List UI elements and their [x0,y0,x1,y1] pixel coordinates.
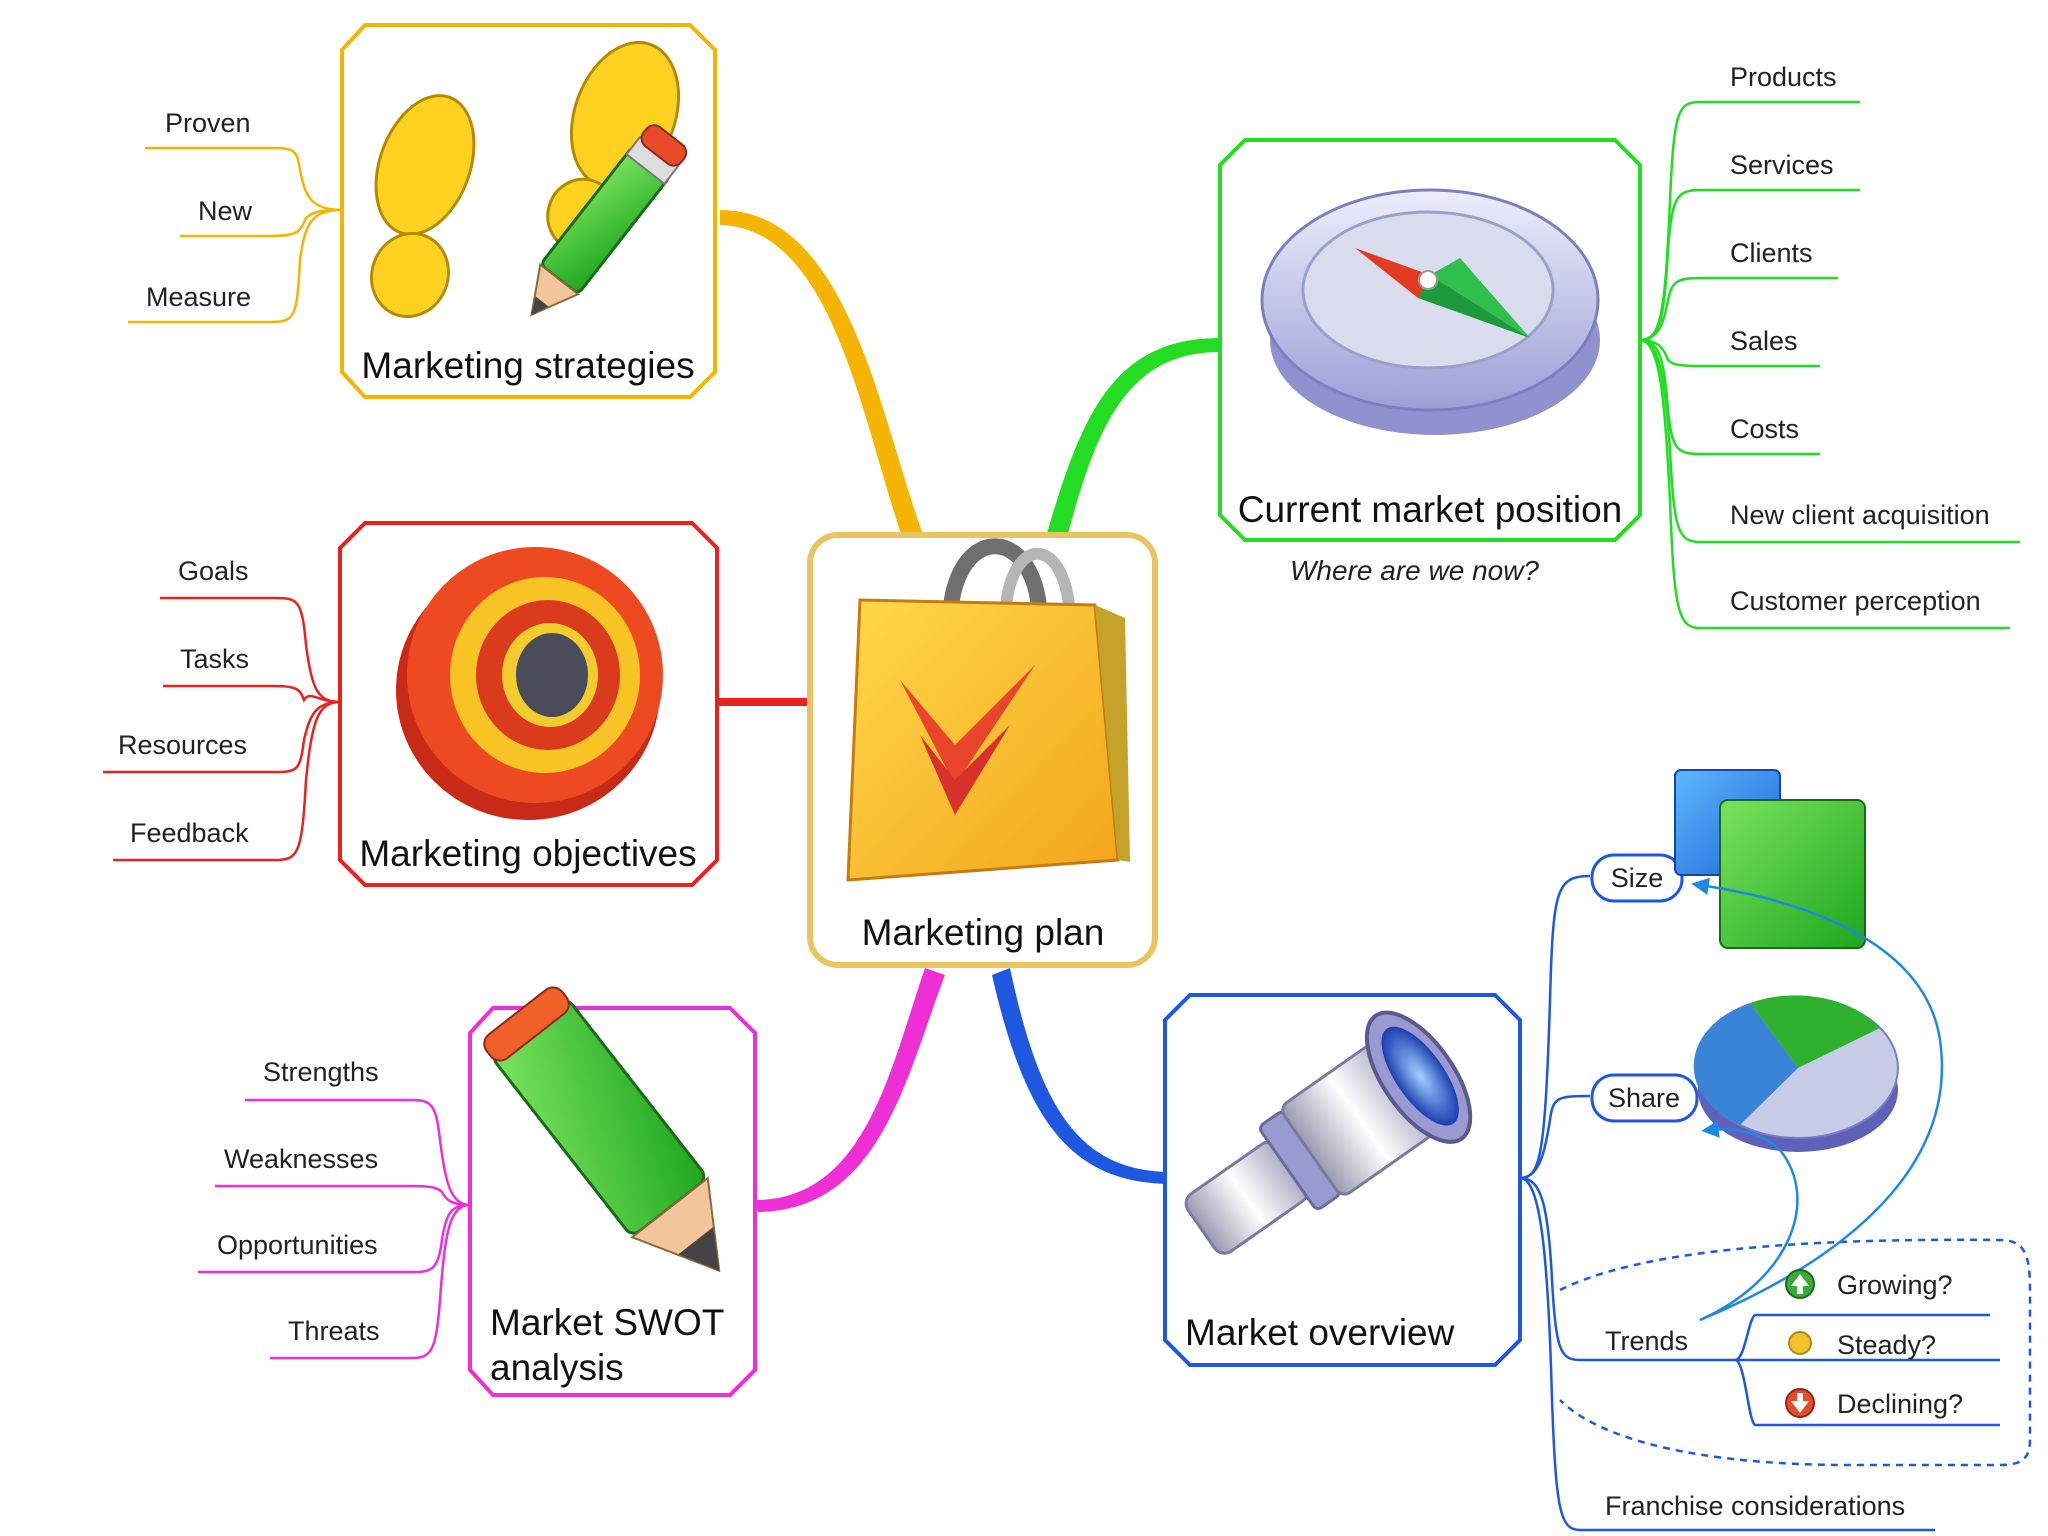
node-title-strategies: Marketing strategies [361,345,694,386]
strategies-leaves [128,146,343,324]
trend-declining[interactable]: Declining? [1785,1388,1963,1419]
objectives-leaves [103,596,341,862]
trend-steady-label: Steady? [1837,1330,1936,1360]
node-title-swot-2: analysis [490,1347,624,1388]
branch-overview [992,968,1168,1184]
node-market-swot[interactable]: Market SWOT analysis [468,983,757,1397]
leaf-tasks: Tasks [180,644,249,674]
node-marketing-strategies[interactable]: Marketing strategies [340,23,717,399]
node-title-overview: Market overview [1185,1312,1455,1353]
share-label: Share [1608,1083,1680,1113]
node-market-overview[interactable]: Market overview [1158,993,1522,1367]
branch-swot [755,968,945,1212]
branch-position [1045,338,1220,545]
pie-chart-icon [1693,995,1899,1152]
leaf-proven: Proven [165,108,251,138]
swot-leaves [198,1098,471,1360]
relationship-arrow-size [1691,877,1944,1322]
leaf-new: New [198,196,253,226]
leaf-strengths: Strengths [263,1057,379,1087]
position-leaves [1639,100,2020,630]
pencil-icon [530,124,688,317]
leaf-sales: Sales [1730,326,1798,356]
trend-growing[interactable]: Growing? [1785,1269,1953,1300]
leaf-resources: Resources [118,730,247,760]
node-current-market-position[interactable]: Current market position [1218,138,1642,542]
trend-growing-label: Growing? [1837,1270,1953,1300]
compass-icon [1260,188,1600,435]
node-marketing-plan[interactable]: Marketing plan [807,532,1158,968]
leaf-services: Services [1730,150,1834,180]
size-topic[interactable]: Size [1590,853,1684,903]
telescope-icon [1184,1010,1473,1255]
steady-dot-icon [1788,1331,1812,1355]
trends-boundary [1559,1238,2032,1467]
leaf-goals: Goals [178,556,249,586]
leaf-customer-perception: Customer perception [1730,586,1981,616]
share-topic[interactable]: Share [1590,1073,1699,1123]
leaf-threats: Threats [288,1316,380,1346]
pencil-icon [483,986,721,1273]
leaf-clients: Clients [1730,238,1813,268]
size-label: Size [1611,863,1664,893]
trends-label: Trends [1605,1326,1688,1356]
leaf-costs: Costs [1730,414,1799,444]
leaf-weaknesses: Weaknesses [224,1144,378,1174]
leaf-feedback: Feedback [130,818,249,848]
node-title-position: Current market position [1238,489,1623,530]
overview-branches [1519,874,2000,1532]
trend-declining-label: Declining? [1837,1389,1963,1419]
leaf-new-client-acquisition: New client acquisition [1730,500,1990,530]
leaf-measure: Measure [146,282,251,312]
node-title-swot-1: Market SWOT [490,1302,724,1343]
branch-objectives [718,698,812,706]
node-title-center: Marketing plan [862,912,1105,953]
target-icon [396,547,663,820]
franchise-label: Franchise considerations [1605,1491,1905,1521]
trend-steady[interactable]: Steady? [1788,1330,1936,1360]
squares-icon [1674,769,1866,949]
note-where-are-we-now: Where are we now? [1290,555,1539,586]
relationship-arrow-share [1699,1120,1799,1322]
leaf-products: Products [1730,62,1837,92]
branch-strategies [720,210,925,545]
shopping-bag-icon [846,538,1130,882]
leaf-opportunities: Opportunities [217,1230,378,1260]
node-title-objectives: Marketing objectives [359,833,696,874]
node-marketing-objectives[interactable]: Marketing objectives [338,521,719,887]
